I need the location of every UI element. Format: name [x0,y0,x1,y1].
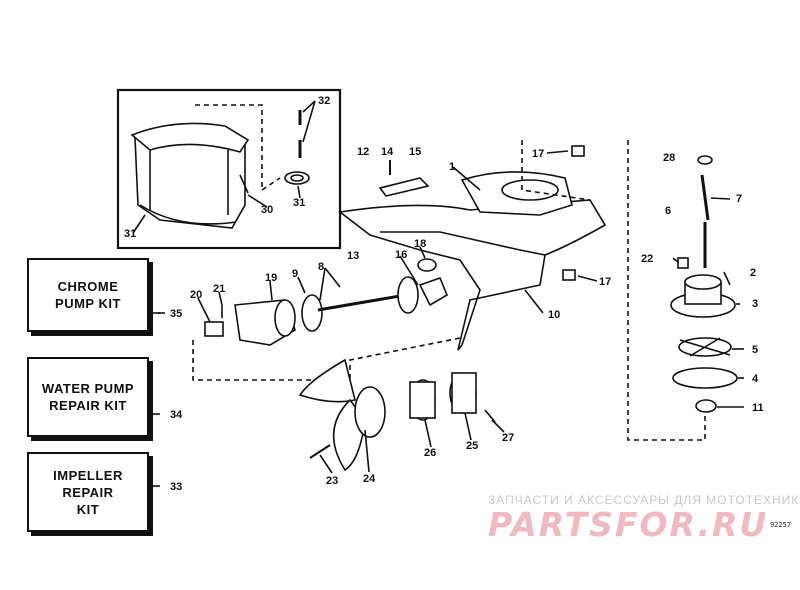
callout-12: 12 [357,146,369,158]
callout-9: 9 [292,268,298,280]
callout-35: 35 [170,308,182,320]
callout-14: 14 [381,146,394,158]
impeller-part [678,337,732,357]
inset-frame [116,88,342,250]
callout-22: 22 [641,253,653,265]
pump-housing-part [234,299,296,346]
chrome-pump-kit-label: CHROME PUMP KIT [55,279,121,311]
callout-17a: 17 [532,148,544,160]
callout-1: 1 [449,161,455,173]
grommet-part [284,171,310,185]
callout-34: 34 [170,409,183,421]
pump-cover-part [670,274,736,318]
callout-11: 11 [752,402,764,414]
impeller-repair-kit-label: IMPELLER REPAIR KIT [53,467,123,517]
callout-19: 19 [265,272,277,284]
callout-32: 32 [318,95,330,107]
exhaust-housing-part [130,122,250,229]
callout-33: 33 [170,481,182,493]
callout-15: 15 [409,146,421,158]
callout-16: 16 [395,249,407,261]
callout-2: 2 [750,267,756,279]
callout-7: 7 [736,193,742,205]
callout-28: 28 [663,152,675,164]
callout-25: 25 [466,440,478,452]
callout-23: 23 [326,475,338,487]
callout-13: 13 [347,250,359,262]
callout-24: 24 [363,473,376,485]
callout-17b: 17 [599,276,611,288]
gearcase-housing-part [338,140,607,351]
chrome-pump-kit-box: CHROME PUMP KIT [27,258,149,332]
callout-4: 4 [752,373,759,385]
callout-8: 8 [318,261,324,273]
callout-18: 18 [414,238,426,250]
callout-6: 6 [665,205,671,217]
watermark-tagline: ЗАПЧАСТИ И АКСЕССУАРЫ ДЛЯ МОТОТЕХНИКИ [488,493,800,507]
callout-3: 3 [752,298,758,310]
watermark-brand: PARTSFOR.RU [488,505,769,544]
water-pump-repair-kit-label: WATER PUMP REPAIR KIT [41,381,135,413]
callout-10: 10 [548,309,560,321]
callout-20: 20 [190,289,202,301]
propeller-part [298,358,386,472]
impeller-repair-kit-box: IMPELLER REPAIR KIT [27,452,149,532]
callout-27: 27 [502,432,514,444]
drawing-code: 92257 [770,521,792,529]
callout-5: 5 [752,344,758,356]
plate-part [672,367,738,389]
callout-31: 31 [124,228,136,240]
callout-29: 30 [261,204,273,216]
callout-30: 31 [293,197,305,209]
callout-21: 21 [213,283,225,295]
o-ring-part [301,294,323,332]
callout-26: 26 [424,447,436,459]
water-pump-repair-kit-box: WATER PUMP REPAIR KIT [27,357,149,437]
